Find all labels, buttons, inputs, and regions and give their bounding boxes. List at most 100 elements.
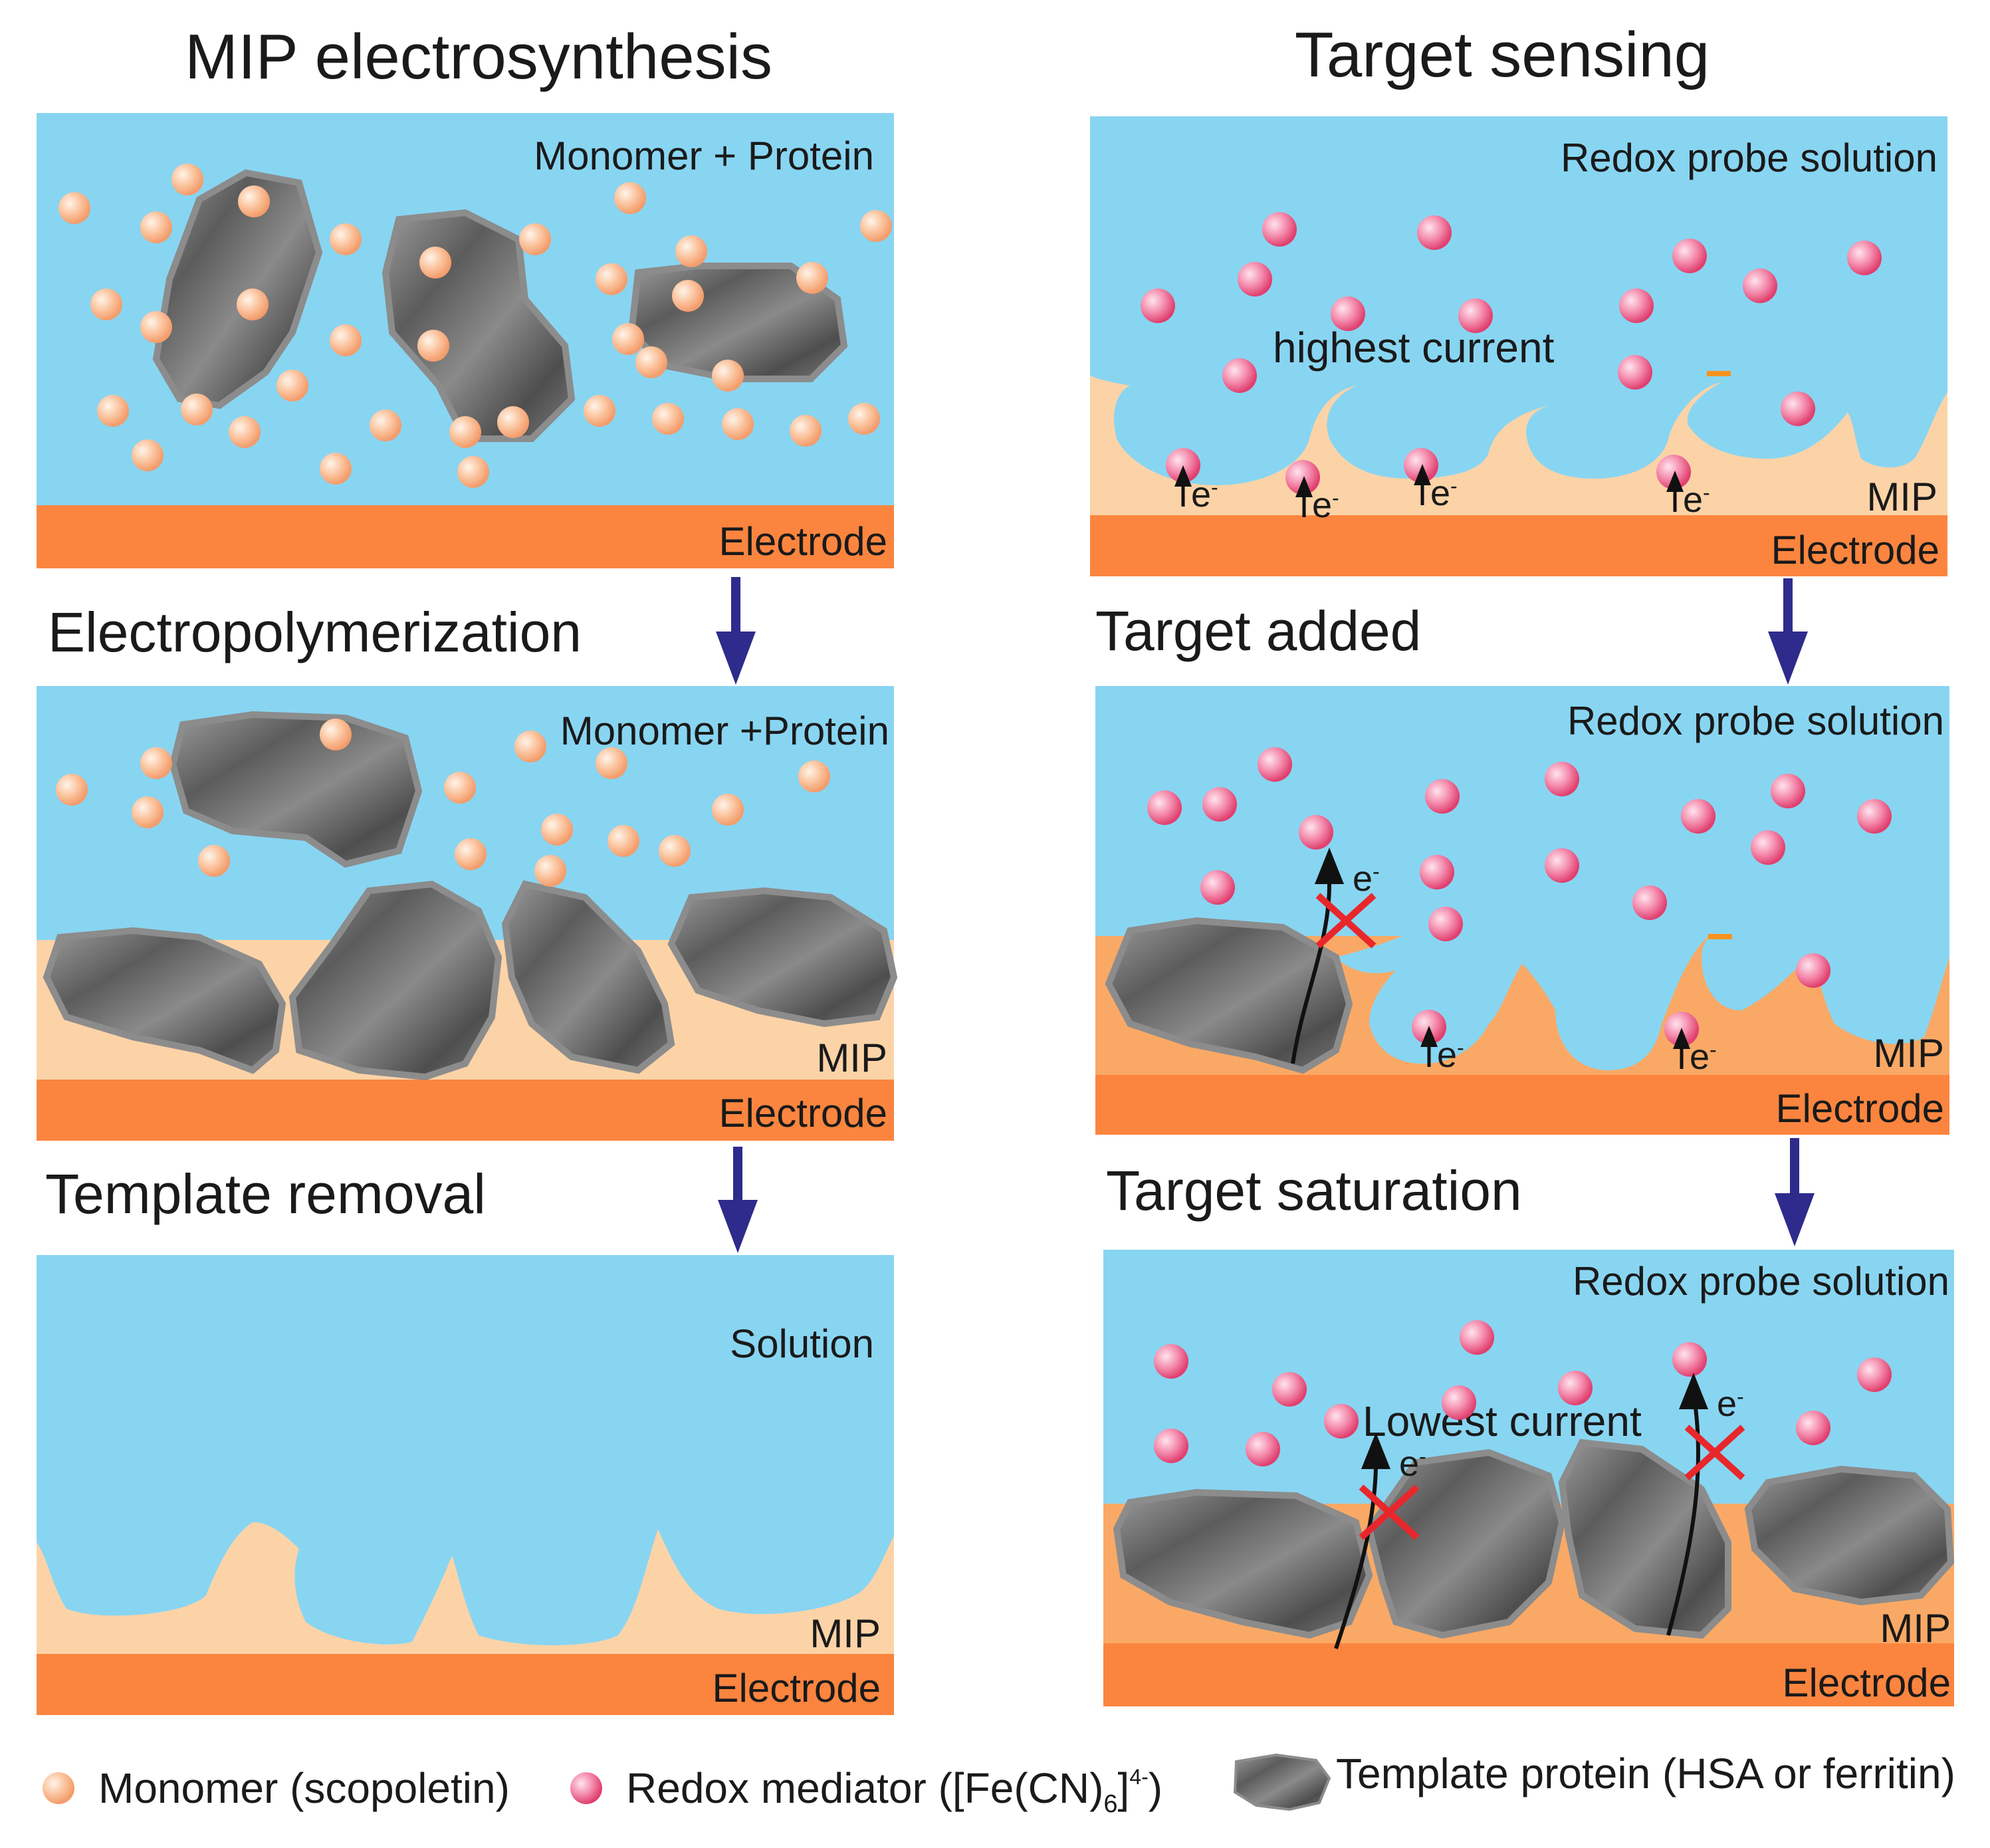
electron-arrow-icon [1361,1433,1390,1469]
legend-redox-bracket: ] [1118,1764,1130,1812]
legend-redox-subscript: 6 [1103,1790,1117,1818]
redox-sphere [1743,269,1777,303]
monomer-sphere [455,838,487,870]
monomer-sphere [171,164,203,195]
monomer-sphere [330,223,362,255]
down-arrow-icon [716,577,756,685]
redox-sphere [1246,1432,1280,1466]
redox-sphere [1425,779,1460,814]
electrode-label: Electrode [1776,1086,1944,1131]
template-protein [501,880,675,1074]
monomer-sphere [140,311,172,343]
electron-arrow-icon [1420,1026,1438,1047]
electron-arrow-icon [1666,1402,1701,1636]
electron-arrow-icon [1679,1373,1708,1409]
monomer-sphere [229,416,261,448]
electrode-bar [37,1654,894,1715]
redox-sphere [1857,1357,1892,1392]
monomer-sphere [457,456,489,488]
legend-template-label: Template protein (HSA or ferritin) [1336,1750,1955,1797]
electrode-label: Electrode [713,1666,881,1710]
template-protein [288,880,502,1081]
electron-arrow-icon [1414,464,1431,485]
monomer-sphere [370,409,401,441]
step-heading: Target added [1095,600,1421,662]
monomer-sphere [635,346,667,378]
electron-label: e- [1690,1037,1717,1077]
panel-target-saturation: Redox probe solution Lowest current MIP … [1103,1250,1955,1706]
redox-sphere [1299,815,1333,850]
redox-sphere [1672,239,1707,273]
monomer-sphere [237,289,269,320]
electron-arrow-icon [1334,1462,1378,1649]
legend-redox-prefix: Redox mediator ([Fe(CN) [626,1764,1103,1812]
monomer-sphere [848,403,880,435]
left-column-title: MIP electrosynthesis [185,21,772,92]
redox-sphere [1619,289,1654,323]
redox-sphere [1200,870,1235,905]
redox-sphere [1545,762,1579,796]
electrode-bar [1103,1643,1954,1706]
monomer-sphere [444,772,476,804]
monomer-sphere [97,395,129,427]
electron-transfer-markers: e-e-e-e- [1174,464,1710,525]
redox-sphere [1404,448,1438,483]
panel-electropolymerization: Monomer +Protein MIP Electrode [37,686,898,1141]
monomer-sphere [608,825,639,857]
monomer-sphere [320,719,352,751]
electron-arrow-icon [1673,1028,1690,1049]
electron-arrow-icon [1295,476,1313,497]
electron-label: e- [1312,485,1339,525]
down-arrow-icon [1775,1138,1815,1246]
legend-monomer-label: Monomer (scopoletin) [98,1764,510,1812]
monomer-sphere [417,330,449,362]
redox-sphere [1258,747,1292,782]
monomer-sphere [612,323,644,355]
blocked-x-icon [1315,893,1377,949]
electrode-label: Electrode [719,1091,887,1135]
electrode-bar [1090,515,1947,576]
redox-sphere [1331,296,1365,331]
down-arrow-icon [1768,578,1808,685]
mip-label: MIP [1873,1031,1944,1076]
electron-transfer-markers: e-e-e- [1291,848,1717,1077]
electrode-label: Electrode [1771,528,1939,572]
panel-target-sensing: Redox probe solution highest current MIP… [1090,116,1947,576]
current-label: highest current [1273,324,1555,372]
redox-sphere [1417,215,1452,250]
monomer-sphere [140,747,172,779]
redox-sphere [1324,1404,1359,1439]
redox-sphere [1262,212,1297,247]
monomer-sphere [514,731,546,762]
monomer-sphere [132,796,164,828]
redox-particles [1154,1320,1892,1466]
blocked-x-icon [1684,1425,1745,1480]
down-arrow-icon [718,1147,758,1253]
monomer-sphere [519,223,551,255]
redox-sphere [1632,885,1667,920]
redox-sphere-icon [570,1772,602,1804]
legend-redox-superscript: 4- [1129,1765,1148,1789]
redox-sphere [1771,774,1805,808]
redox-sphere [1285,460,1320,495]
redox-sphere [1428,907,1463,941]
template-protein [1558,1439,1731,1639]
monomer-sphere [790,415,822,447]
step-heading: Target saturation [1106,1159,1522,1222]
electrode-bar [37,505,894,568]
right-column-title: Target sensing [1295,19,1710,90]
monomer-sphere [798,760,830,792]
monomer-sphere [90,289,122,320]
solution-region [1095,686,1949,1070]
template-protein [1744,1465,1955,1606]
electrode-label: Electrode [719,519,887,564]
electron-arrow-icon [1666,471,1684,492]
solution-label: Monomer + Protein [534,134,874,178]
mip-fragment [1707,371,1731,376]
legend: Monomer (scopoletin) Redox mediator ([Fe… [43,1750,1955,1818]
panel-template-removal: Solution MIP Electrode [37,1255,894,1715]
redox-sphere [1460,1320,1494,1355]
monomer-sphere [330,324,362,356]
monomer-sphere [596,263,627,295]
redox-sphere [1458,298,1493,333]
